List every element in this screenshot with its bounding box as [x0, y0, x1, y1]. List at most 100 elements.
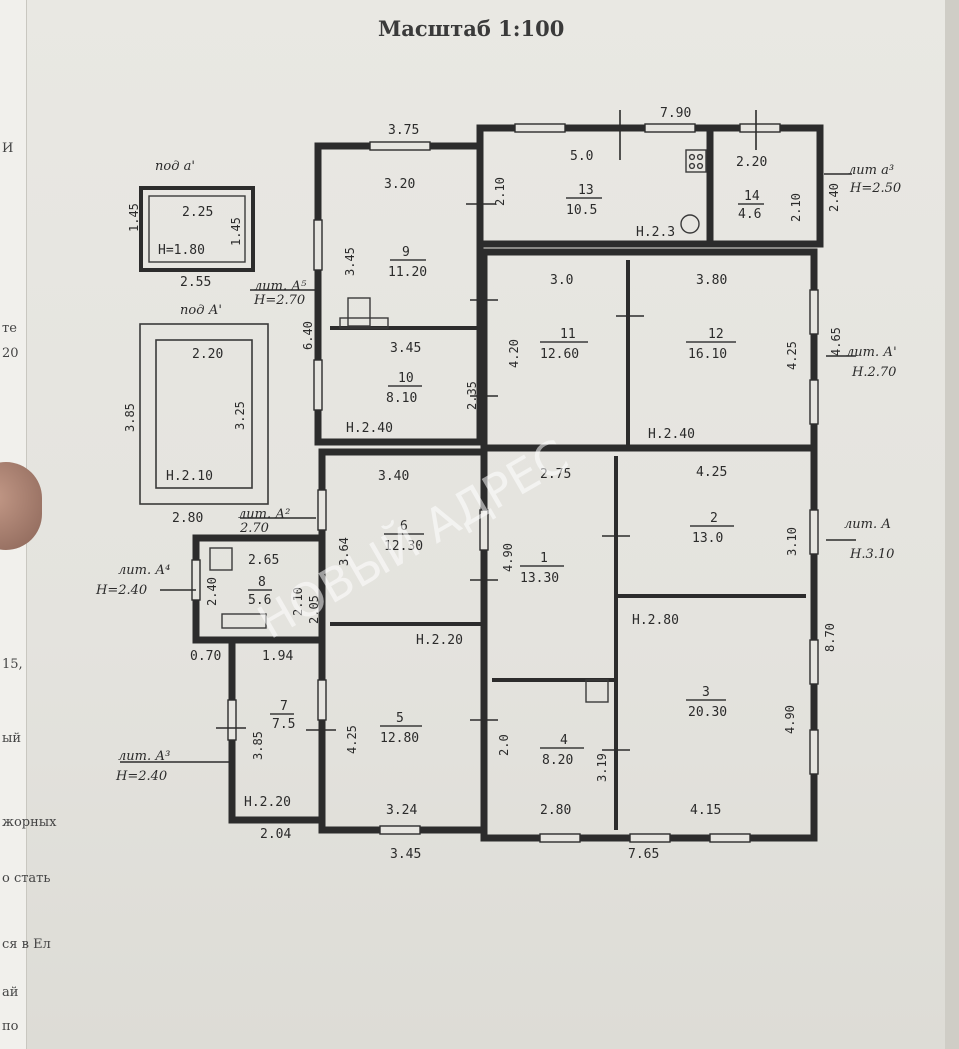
lit-a2: лит. А² — [238, 507, 290, 522]
cellar-a3-outer-wall — [139, 186, 255, 272]
cellar-a1-bottom: 2.80 — [172, 511, 203, 526]
room-3-number: 3 — [702, 685, 710, 700]
window-3-right — [809, 639, 819, 685]
cellar-a1-label: под А' — [180, 303, 222, 318]
dim-420: 4.20 — [507, 339, 521, 368]
sink-8 — [221, 613, 267, 629]
cellar-a3-height: Н=1.80 — [158, 243, 205, 258]
lit-a4-height: Н=2.40 — [95, 583, 147, 598]
lit-a5-height: Н=2.70 — [253, 293, 305, 308]
window-7-5 — [317, 679, 327, 721]
cellar-a1-width: 2.20 — [192, 347, 223, 362]
lit-a: лит. А — [844, 517, 891, 532]
dim-465: 4.65 — [829, 327, 843, 356]
room-1-number: 1 — [540, 551, 548, 566]
room-2-number: 2 — [710, 511, 718, 526]
dim-20: 2.0 — [497, 734, 511, 756]
room-13-height: Н.2.3 — [636, 225, 675, 240]
edge-text-9: ай — [2, 985, 18, 1000]
lit-a1: лит. А' — [846, 345, 897, 360]
room-8-area: 5.6 — [248, 593, 271, 608]
window-9-left — [313, 219, 323, 271]
dim-425b: 4.25 — [696, 465, 727, 480]
dim-30: 3.0 — [550, 273, 573, 288]
dim-bottom-765: 7.65 — [628, 847, 659, 862]
dim-340: 3.40 — [378, 469, 409, 484]
room-10-area: 8.10 — [386, 391, 417, 406]
room-7-area: 7.5 — [272, 717, 295, 732]
window-13-top-2 — [644, 123, 696, 133]
dim-415: 4.15 — [690, 803, 721, 818]
room-13-number: 13 — [578, 183, 594, 198]
stove-1 — [585, 679, 609, 703]
room-13-area: 10.5 — [566, 203, 597, 218]
stove-13-burner-2 — [696, 153, 704, 161]
room-labels: 13 10.5 Н.2.3 14 4.6 9 11.20 10 8.10 Н.2… — [244, 183, 764, 810]
window-3-bottom — [629, 833, 671, 843]
room-14-number: 14 — [744, 189, 760, 204]
dim-240b: 2.40 — [205, 577, 219, 606]
dim-bottom-345: 3.45 — [390, 847, 421, 862]
room-14-area: 4.6 — [738, 207, 761, 222]
dim-top-790: 7.90 — [660, 106, 691, 121]
edge-text-7: о стать — [2, 871, 50, 886]
fixtures — [209, 149, 707, 703]
room-4-area: 8.20 — [542, 753, 573, 768]
window-2-right — [809, 509, 819, 555]
cellar-a3-width: 2.25 — [182, 205, 213, 220]
lit-a2-height: 2.70 — [239, 521, 269, 536]
room-12-number: 12 — [708, 327, 724, 342]
dim-240: 2.40 — [827, 183, 841, 212]
dim-385: 3.85 — [251, 731, 265, 760]
cellar-a1: под А' 2.20 Н.2.10 2.80 3.85 3.25 — [123, 303, 269, 526]
dim-345b: 3.45 — [390, 341, 421, 356]
lit-a3-small: лит а³ — [848, 163, 894, 178]
room-12-area: 16.10 — [688, 347, 727, 362]
lit-a3-small-height: Н=2.50 — [849, 181, 901, 196]
lit-a3-height: Н=2.40 — [115, 769, 167, 784]
dim-490b: 4.90 — [783, 705, 797, 734]
dim-320: 3.20 — [384, 177, 415, 192]
dim-210c: 2.10 — [291, 587, 305, 616]
dim-640: 6.40 — [301, 321, 315, 350]
room-7-number: 7 — [280, 699, 288, 714]
room-1-area: 13.30 — [520, 571, 559, 586]
window-12-right — [809, 289, 819, 335]
scale-title: Масштаб 1:100 — [378, 16, 564, 41]
window-7-left — [227, 699, 237, 741]
edge-text-10: по — [2, 1019, 19, 1034]
wall-main-core — [480, 248, 818, 842]
stove-9 — [347, 297, 371, 327]
adjacent-page-text: И те 20 15, ый жорных о стать ся в Ел ай… — [2, 141, 57, 1034]
dim-070: 0.70 — [190, 649, 221, 664]
room-8-number: 8 — [258, 575, 266, 590]
room-5-area: 12.80 — [380, 731, 419, 746]
lit-a4: лит. А⁴ — [118, 563, 170, 578]
room-10-height: Н.2.40 — [346, 421, 393, 436]
dim-top-375: 3.75 — [388, 123, 419, 138]
edge-text-2: те — [2, 321, 17, 336]
dim-210b: 2.10 — [789, 193, 803, 222]
gas-boiler-13 — [680, 214, 700, 234]
dim-280: 2.80 — [540, 803, 571, 818]
cellar-a3-inner-dim: 1.45 — [229, 217, 243, 246]
window-6-left — [317, 489, 327, 531]
dim-275: 2.75 — [540, 467, 571, 482]
dim-194: 1.94 — [262, 649, 293, 664]
cellar-a1-outer-wall — [139, 323, 269, 505]
dim-870: 8.70 — [823, 623, 837, 652]
dim-425a: 4.25 — [785, 341, 799, 370]
dim-50: 5.0 — [570, 149, 593, 164]
cellar-a1-height: Н.2.10 — [166, 469, 213, 484]
cellar-a1-inner-wall — [155, 339, 253, 489]
dim-265: 2.65 — [248, 553, 279, 568]
window-9-top — [369, 141, 431, 151]
room-10-number: 10 — [398, 371, 414, 386]
dim-380: 3.80 — [696, 273, 727, 288]
window-4-bottom — [539, 833, 581, 843]
cellar-a1-left-dim: 3.85 — [123, 403, 137, 432]
cellar-a3-inner-wall — [148, 195, 246, 263]
edge-text-4: 15, — [2, 657, 23, 672]
cellar-a3-label: под а' — [155, 159, 195, 174]
edge-text-5: ый — [2, 731, 21, 746]
